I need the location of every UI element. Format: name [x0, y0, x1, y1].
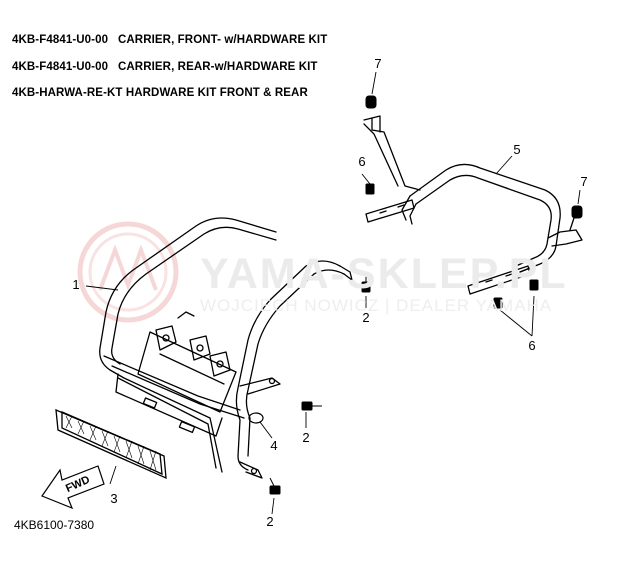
header-line-rear-carrier: 4KB-F4841-U0-00 CARRIER, REAR-w/HARDWARE…	[12, 61, 318, 73]
watermark-title: YAMA-SKLEP.PL	[200, 250, 568, 298]
callout-2-lower: 2	[266, 514, 274, 529]
callout-6-lower: 6	[528, 338, 536, 353]
callout-7-left: 7	[374, 56, 382, 71]
watermark-logo-icon	[77, 221, 179, 323]
washer-part	[248, 412, 264, 424]
bolt-icon	[269, 183, 539, 495]
leader-lines	[85, 71, 581, 515]
callout-4: 4	[270, 438, 278, 453]
rubber-cap-icon	[365, 95, 583, 219]
header-line-front-carrier: 4KB-F4841-U0-00 CARRIER, FRONT- w/HARDWA…	[12, 34, 328, 46]
watermark-subtitle: WOJCIECH NOWICZ | DEALER YAMAHA	[200, 296, 553, 315]
header-line-hardware-kit: 4KB-HARWA-RE-KT HARDWARE KIT FRONT & REA…	[12, 87, 308, 99]
callout-6-upper: 6	[358, 154, 366, 169]
callout-3: 3	[110, 491, 118, 506]
rear-carrier	[363, 115, 583, 295]
callout-1: 1	[72, 277, 80, 292]
callout-7-right: 7	[580, 174, 588, 189]
mesh-guard	[55, 408, 167, 480]
front-carrier	[99, 217, 353, 479]
callout-2-middle: 2	[302, 430, 310, 445]
callout-2-upper: 2	[362, 310, 370, 325]
diagram-number: 4KB6100-7380	[14, 518, 95, 532]
forward-arrow-icon	[41, 465, 105, 510]
callout-5: 5	[513, 142, 521, 157]
